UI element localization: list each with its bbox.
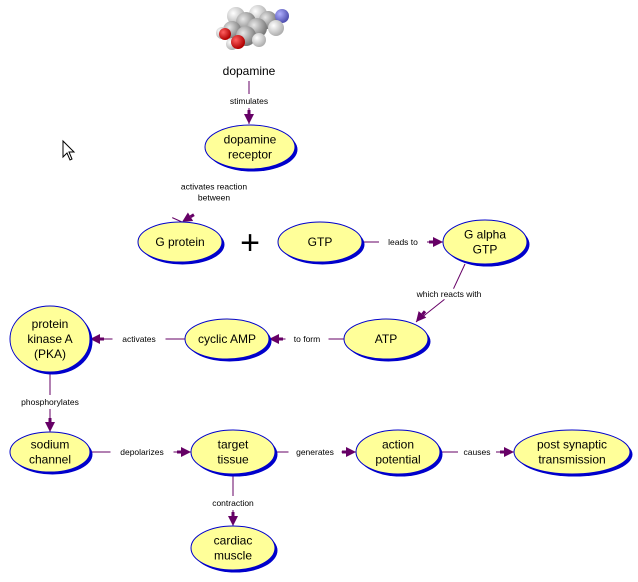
dopamine-molecule-image (216, 5, 289, 50)
node-label: (PKA) (34, 347, 66, 361)
node-label: potential (375, 453, 420, 467)
node-label: G protein (155, 235, 204, 249)
arrowhead-icon (433, 237, 443, 247)
arrow-shaft (421, 310, 427, 316)
node-bubble (355, 429, 441, 475)
link-target_tissue-to-cardiac_muscle[interactable]: contraction (212, 474, 254, 526)
arrowhead-icon (228, 516, 238, 526)
node-label: ATP (375, 332, 397, 346)
link-line (453, 263, 466, 289)
link-target_tissue-to-action_potential[interactable]: generates (275, 447, 356, 457)
node-label: muscle (214, 549, 252, 563)
node-label: post synaptic (537, 438, 607, 452)
node-label: sodium (31, 438, 70, 452)
node-label: target (218, 438, 249, 452)
link-label: activates reaction (181, 182, 247, 192)
node-bubble (9, 431, 91, 473)
arrowhead-icon (416, 311, 427, 322)
arrow-shaft (189, 213, 195, 219)
arrowhead-icon (45, 422, 55, 432)
link-dopamine-to-dopamine_receptor[interactable]: stimulates (230, 81, 268, 124)
link-g_alpha_gtp-to-atp[interactable]: which reacts with (416, 263, 482, 323)
node-label: channel (29, 453, 71, 467)
arrowhead-icon (269, 334, 279, 344)
node-label: cyclic AMP (198, 332, 256, 346)
link-label: between (198, 193, 230, 203)
node-label: G alpha (464, 228, 506, 242)
link-action_potential-to-post_synaptic[interactable]: causes (440, 447, 514, 457)
link-gtp-to-g_alpha_gtp[interactable]: leads to (362, 237, 443, 247)
node-label: GTP (473, 243, 498, 257)
node-label: dopamine (224, 133, 277, 147)
node-bubble (277, 221, 363, 263)
plus-symbol: + (240, 224, 260, 262)
node-bubble (190, 429, 276, 475)
node-bubble (343, 318, 429, 360)
node-label: receptor (228, 148, 272, 162)
link-label: contraction (212, 498, 254, 508)
node-bubble (442, 219, 528, 265)
concept-atp[interactable]: ATP (343, 318, 431, 362)
node-bubble (513, 429, 631, 475)
arrowhead-icon (182, 212, 194, 222)
link-label: which reacts with (416, 289, 482, 299)
link-line (172, 217, 183, 223)
link-label: depolarizes (120, 447, 163, 457)
node-bubble (204, 124, 296, 170)
link-label: generates (296, 447, 334, 457)
node-bubble (190, 525, 276, 571)
arrowhead-icon (346, 447, 356, 457)
mouse-cursor-icon (62, 139, 76, 161)
concept-cyclic-amp[interactable]: cyclic AMP (184, 318, 272, 362)
link-pka-to-sodium_channel[interactable]: phosphorylates (21, 372, 79, 432)
arrowhead-icon (504, 447, 514, 457)
link-label: phosphorylates (21, 397, 79, 407)
node-label: tissue (217, 453, 249, 467)
node-label: cardiac (214, 534, 253, 548)
concept-dopamine-label[interactable]: dopamine (223, 64, 276, 78)
node-bubble (184, 318, 270, 360)
concept-g-protein[interactable]: G protein (137, 221, 225, 265)
link-label: causes (464, 447, 491, 457)
link-cyclic_amp-to-pka[interactable]: activates (90, 334, 185, 344)
link-sodium_channel-to-target_tissue[interactable]: depolarizes (90, 447, 191, 457)
link-atp-to-cyclic_amp[interactable]: to form (269, 334, 344, 344)
link-label: leads to (388, 237, 418, 247)
link-label: to form (294, 334, 320, 344)
concept-gtp[interactable]: GTP (277, 221, 365, 265)
link-label: activates (122, 334, 156, 344)
arrowhead-icon (244, 114, 254, 124)
node-label: transmission (538, 453, 605, 467)
node-bubble (9, 305, 91, 373)
arrowhead-icon (181, 447, 191, 457)
link-label: stimulates (230, 96, 268, 106)
node-bubble (137, 221, 223, 263)
node-label: kinase A (27, 332, 72, 346)
node-label: GTP (308, 235, 333, 249)
arrowhead-icon (90, 334, 100, 344)
node-label: action (382, 438, 414, 452)
node-label: protein (32, 317, 69, 331)
